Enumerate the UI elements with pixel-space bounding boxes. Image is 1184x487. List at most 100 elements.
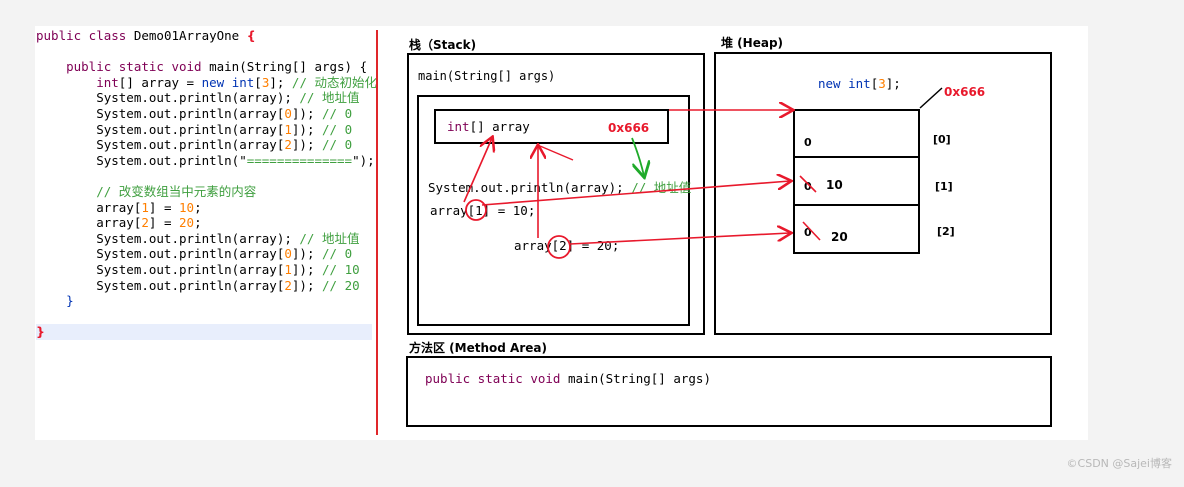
code-token: // 地址值	[299, 230, 360, 246]
code-line: System.out.println(array); // 地址值	[36, 90, 372, 106]
code-token: 3	[261, 74, 270, 90]
code-token: 10	[179, 199, 195, 215]
strike-old-2	[802, 221, 821, 241]
code-line: System.out.println(array[0]); // 0	[36, 106, 372, 122]
code-line: System.out.println(array[0]); // 0	[36, 246, 372, 262]
heap-box	[714, 52, 1052, 335]
code-token: // 20	[322, 277, 360, 293]
heap-index-2: [2]	[937, 225, 955, 238]
code-token: // 10	[322, 261, 360, 277]
heap-array-box	[793, 109, 920, 254]
code-line: System.out.println(array[1]); // 0	[36, 122, 372, 138]
code-token: 20	[179, 215, 195, 231]
code-token: // 0	[322, 105, 353, 121]
code-token: ;	[194, 215, 202, 231]
code-line: }	[36, 324, 372, 340]
watermark: ©CSDN @Sajei博客	[1066, 457, 1172, 470]
code-token: Demo01ArrayOne	[133, 28, 247, 43]
code-token: 2	[141, 215, 149, 231]
code-token: ];	[269, 74, 292, 90]
code-token: System.out.println(array[	[36, 137, 285, 153]
code-line: array[1] = 10;	[36, 200, 372, 216]
stack-box	[407, 53, 705, 335]
code-token: 2	[284, 277, 292, 293]
code-token: ]);	[291, 277, 322, 293]
heap-cell-2-new: 20	[831, 230, 848, 244]
method-area-box	[406, 356, 1052, 427]
heap-new-int: new int[3];	[818, 76, 901, 91]
code-token: ]);	[291, 121, 322, 137]
heap-title: 堆 (Heap)	[721, 36, 784, 50]
strike-old-1	[799, 175, 817, 193]
code-token: System.out.println(array[	[36, 121, 285, 137]
code-token: // 改变数组当中元素的内容	[36, 183, 257, 199]
stack-println: System.out.println(array); // 地址值	[428, 180, 692, 195]
index-1-circle	[465, 199, 487, 221]
code-line: System.out.println(array[1]); // 10	[36, 262, 372, 278]
code-token: ]);	[291, 246, 322, 262]
code-token: 2	[284, 137, 292, 153]
code-line: System.out.println(array[2]); // 20	[36, 278, 372, 294]
code-line: }	[36, 293, 372, 309]
method-area-title: 方法区 (Method Area)	[409, 341, 547, 355]
heap-address: 0x666	[944, 85, 986, 99]
heap-index-0: [0]	[933, 133, 951, 146]
array-variable-label: int[] array	[447, 119, 530, 134]
code-token: public static void	[36, 59, 210, 75]
code-token: 1	[141, 199, 149, 215]
code-token: ]);	[291, 261, 322, 277]
red-divider	[376, 30, 378, 435]
code-token: // 动态初始化	[291, 74, 377, 90]
code-token: 1	[284, 261, 292, 277]
stack-address: 0x666	[608, 121, 650, 135]
stack-title: 栈（Stack)	[409, 38, 477, 52]
code-token: // 0	[322, 121, 353, 137]
code-line: System.out.println("==============");	[36, 152, 375, 169]
code-token: 1	[284, 121, 292, 137]
assign2-heap-arrow	[569, 233, 790, 245]
code-line: // 改变数组当中元素的内容	[36, 184, 372, 200]
code-token: new int	[201, 74, 255, 90]
code-token: System.out.println(array[	[36, 105, 285, 121]
code-token: // 0	[322, 246, 353, 262]
heap-address-leader	[919, 87, 943, 109]
heap-cell-divider-2	[793, 204, 920, 206]
code-token: main(String[] args) {	[209, 59, 368, 75]
code-token: public class	[36, 28, 134, 43]
index-2-circle	[547, 235, 571, 259]
code-line: System.out.println(array[2]); // 0	[36, 137, 372, 153]
code-token: ]);	[291, 105, 322, 121]
heap-cell-divider-1	[793, 156, 920, 158]
heap-index-1: [1]	[935, 180, 953, 193]
code-token: // 0	[322, 137, 353, 153]
code-token: ==============	[246, 152, 353, 168]
assign2-tick	[539, 145, 574, 161]
heap-cell-1-old: 0	[804, 180, 812, 193]
code-token: {	[246, 28, 256, 43]
stack-assign-1: array[1] = 10;	[430, 203, 536, 218]
heap-cell-0-old: 0	[804, 136, 812, 149]
method-area-signature: public static void main(String[] args)	[425, 371, 711, 386]
code-line: public static void main(String[] args) {	[36, 59, 372, 75]
address-print-arrow	[631, 137, 644, 176]
code-token: // 地址值	[299, 90, 360, 106]
heap-cell-1-new: 10	[826, 178, 843, 192]
stack-assign-2: array[2] = 20;	[514, 238, 620, 253]
code-line: array[2] = 20;	[36, 215, 372, 231]
code-token: ]);	[291, 137, 322, 153]
code-token: System.out.println(array[	[36, 261, 285, 277]
code-token: System.out.println("	[36, 152, 247, 168]
assign1-up-arrow	[463, 138, 492, 203]
code-token: 0	[284, 105, 292, 121]
code-line: int[] array = new int[3]; // 动态初始化	[36, 74, 377, 91]
code-editor: public class Demo01ArrayOne { public sta…	[36, 28, 377, 340]
code-token: array[	[36, 199, 142, 215]
code-token: array[	[36, 215, 142, 231]
code-token: System.out.println(array[	[36, 246, 285, 262]
code-token: System.out.println(array);	[36, 230, 300, 246]
code-token: System.out.println(array[	[36, 277, 285, 293]
assign1-heap-arrow	[481, 181, 790, 206]
code-token: ");	[352, 152, 375, 168]
main-frame-box	[417, 95, 690, 326]
